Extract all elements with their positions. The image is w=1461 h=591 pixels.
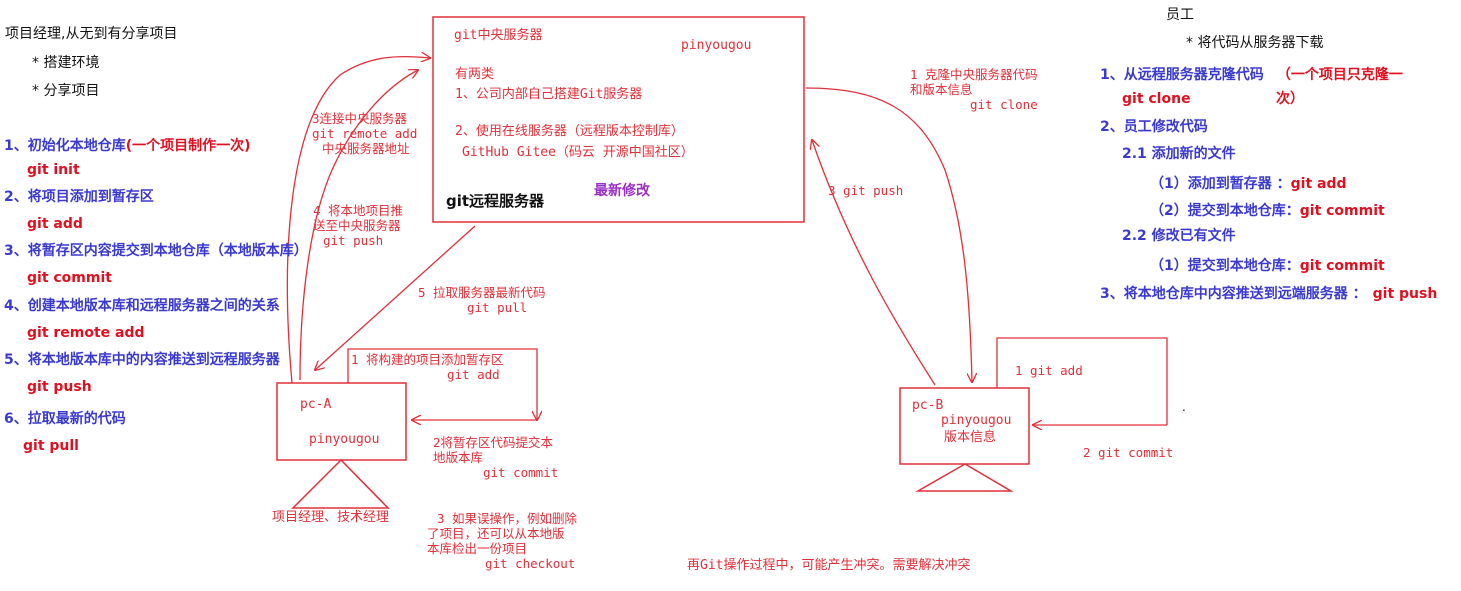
right-step-21a-cmd: git add: [1290, 176, 1347, 192]
pc-a-monitor: [276, 382, 407, 461]
step-3-cmd: git commit: [27, 270, 112, 286]
right-step-21b-cmd: git commit: [1299, 203, 1385, 219]
step-1-note: (一个项目制作一次): [125, 138, 251, 154]
right-step-21a-label: （1）添加到暂存器 ：: [1150, 176, 1291, 192]
right-step-1-cmd: git clone: [1122, 91, 1191, 107]
server-project: pinyougou: [681, 38, 752, 53]
step-4-label: 4、创建本地版本库和远程服务器之间的关系: [4, 298, 280, 314]
step-5-label: 5、将本地版本库中的内容推送到远程服务器: [4, 352, 280, 368]
annotation-a-commit: 2将暂存区代码提交本 地版本库 git commit: [433, 435, 558, 480]
right-step-22a-cmd: git commit: [1299, 258, 1385, 274]
annotation-a-add-line1: 1 将构建的项目添加暂存区: [351, 352, 504, 367]
pc-b-info: 版本信息: [944, 430, 997, 445]
step-6-label: 6、拉取最新的代码: [4, 411, 126, 427]
annotation-a-commit-line3: git commit: [483, 465, 559, 480]
arrow-clone: [805, 87, 972, 382]
annotation-a-commit-line1: 2将暂存区代码提交本: [433, 435, 554, 450]
pc-a-caption: 项目经理、技术经理: [272, 510, 390, 525]
server-kind-1: 1、公司内部自己搭建Git服务器: [455, 87, 643, 102]
annotation-checkout-line4: git checkout: [485, 556, 576, 571]
right-step-21-label: 2.1 添加新的文件: [1122, 146, 1236, 162]
right-step-21b: （2）提交到本地仓库：git commit: [1150, 200, 1385, 220]
annotation-clone-line3: git clone: [970, 97, 1038, 112]
right-step-1-note-a: （一个项目只克隆一: [1276, 67, 1403, 83]
right-title: 员工: [1166, 7, 1194, 23]
annotation-remote-add: 3连接中央服务器 git remote add 中央服务器地址: [312, 111, 417, 156]
server-kinds: 有两类: [455, 67, 495, 82]
right-step-21a: （1）添加到暂存器 ：git add: [1150, 173, 1347, 193]
server-title: git中央服务器: [454, 28, 543, 43]
pc-b-project: pinyougou: [941, 413, 1012, 428]
annotation-checkout: 3 如果误操作，例如删除 了项目，还可以从本地版 本库检出一份项目 git ch…: [427, 511, 577, 571]
right-step-22-label: 2.2 修改已有文件: [1122, 228, 1236, 244]
annotation-pull: 5 拉取服务器最新代码 git pull: [418, 285, 546, 315]
annotation-push-b: 3 git push: [828, 183, 904, 198]
right-step-21b-label: （2）提交到本地仓库：: [1150, 203, 1300, 219]
server-latest-label: 最新修改: [594, 183, 650, 199]
annotation-push-a-line2: 送至中央服务器: [313, 218, 401, 233]
annotation-conflict: 再Git操作过程中，可能产生冲突。需要解决冲突: [687, 558, 971, 573]
right-step-22a-label: （1）提交到本地仓库：: [1150, 258, 1300, 274]
step-2-label: 2、将项目添加到暂存区: [4, 189, 154, 205]
step-5-cmd: git push: [27, 379, 92, 395]
left-bullet-env: * 搭建环境: [32, 55, 100, 71]
arrow-push-a: [299, 70, 418, 381]
right-step-2-label: 2、员工修改代码: [1100, 119, 1208, 135]
right-step-3-cmd: git push: [1372, 286, 1438, 302]
annotation-checkout-line2: 了项目，还可以从本地版: [427, 526, 565, 541]
annotation-a-commit-line2: 地版本库: [433, 450, 484, 465]
pc-b-name: pc-B: [912, 398, 944, 413]
annotation-push-a: 4 将本地项目推 送至中央服务器 git push: [313, 203, 403, 248]
step-2-cmd: git add: [27, 216, 83, 232]
step-4-cmd: git remote add: [27, 325, 145, 341]
annotation-b-add: 1 git add: [1015, 363, 1083, 378]
left-title: 项目经理,从无到有分享项目: [5, 26, 178, 42]
step-1-cmd: git init: [27, 162, 80, 178]
left-bullet-share: * 分享项目: [32, 83, 100, 99]
arrow-push-b: [812, 140, 936, 386]
right-dot: .: [1182, 400, 1186, 414]
annotation-push-a-line3: git push: [323, 233, 384, 248]
annotation-pull-line1: 5 拉取服务器最新代码: [418, 285, 546, 300]
right-step-1-note-b: 次）: [1276, 91, 1304, 107]
arrow-b-add: [996, 337, 1168, 425]
server-kind-2: 2、使用在线服务器（远程版本控制库）: [455, 124, 684, 139]
step-3-label: 3、将暂存区内容提交到本地仓库（本地版本库）: [4, 243, 308, 259]
right-step-3-label: 3、将本地仓库中内容推送到远端服务器 ：: [1100, 286, 1367, 302]
annotation-checkout-line3: 本库检出一份项目: [427, 541, 528, 556]
right-step-3: 3、将本地仓库中内容推送到远端服务器 ： git push: [1100, 283, 1437, 303]
pc-a-project: pinyougou: [309, 432, 380, 447]
pc-a-name: pc-A: [300, 397, 332, 412]
right-step-1-label: 1、从远程服务器克隆代码: [1100, 67, 1264, 83]
left-step-1: 1、初始化本地仓库(一个项目制作一次): [4, 135, 251, 155]
annotation-pull-line2: git pull: [467, 300, 528, 315]
annotation-checkout-line1: 3 如果误操作，例如删除: [437, 511, 578, 526]
annotation-remote-add-line2: git remote add: [312, 126, 418, 141]
server-remote-label: git远程服务器: [446, 192, 545, 210]
server-box: [432, 16, 805, 223]
right-step-22a: （1）提交到本地仓库：git commit: [1150, 255, 1385, 275]
arrow-pull: [315, 225, 476, 370]
step-1-label: 1、初始化本地仓库: [4, 138, 126, 154]
right-subtitle: * 将代码从服务器下载: [1186, 35, 1324, 51]
arrow-remote-add: [286, 57, 430, 384]
pc-a-stand: [291, 458, 390, 509]
right-step-1: 1、从远程服务器克隆代码 （一个项目只克隆一: [1100, 64, 1403, 84]
annotation-clone: 1 克隆中央服务器代码 和版本信息 git clone: [910, 67, 1038, 112]
server-kind-2-examples: GitHub Gitee（码云 开源中国社区）: [462, 145, 694, 160]
annotation-b-commit: 2 git commit: [1083, 445, 1174, 460]
annotation-clone-line1: 1 克隆中央服务器代码: [910, 67, 1038, 82]
step-6-cmd: git pull: [23, 438, 79, 454]
pc-b-stand: [915, 463, 1014, 492]
annotation-clone-line2: 和版本信息: [910, 82, 973, 97]
annotation-a-add-line2: git add: [447, 367, 500, 382]
annotation-remote-add-line3: 中央服务器地址: [322, 141, 410, 156]
arrow-a-add: [347, 348, 537, 420]
annotation-remote-add-line1: 3连接中央服务器: [312, 111, 408, 126]
annotation-a-add: 1 将构建的项目添加暂存区 git add: [351, 352, 504, 382]
annotation-push-a-line1: 4 将本地项目推: [313, 203, 404, 218]
